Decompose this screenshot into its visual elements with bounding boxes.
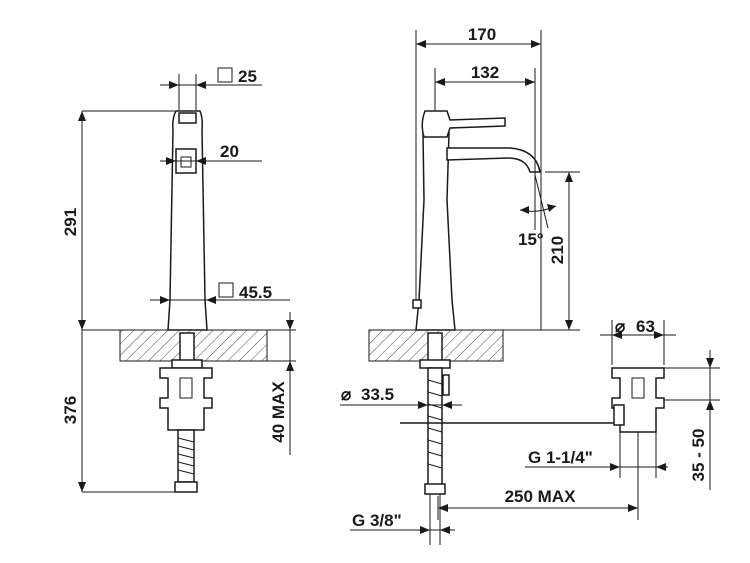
dim-spout-height: 291 <box>61 208 80 236</box>
front-top-cap <box>178 112 197 124</box>
dim-waste-thread: G 1-1/4" <box>528 448 593 467</box>
front-waste-slot <box>179 377 193 399</box>
side-pop-up-knob <box>412 299 422 309</box>
side-view: 170 132 15° 210 ⌀ 33.5 <box>340 25 720 545</box>
side-fitting <box>424 483 446 495</box>
dim-deck-max: 40 MAX <box>269 381 288 443</box>
front-waste-body <box>159 367 213 431</box>
side-nut <box>419 359 451 369</box>
dim-supply-thread: G 3/8" <box>352 511 402 530</box>
diameter-symbol-63: ⌀ <box>615 317 626 336</box>
side-tap-body <box>415 132 456 331</box>
dim-waste-diameter: 63 <box>636 317 655 336</box>
side-hose <box>427 367 443 487</box>
dim-tilt-angle: 15° <box>518 230 544 249</box>
front-view: 291 376 40 MAX 25 20 45.5 <box>61 67 296 493</box>
square-symbol-45 <box>218 282 234 298</box>
dim-below-deck: 376 <box>61 396 80 424</box>
dim-top-square: 25 <box>238 67 257 86</box>
dim-total-reach: 170 <box>468 25 496 44</box>
dim-waste-range: 35 - 50 <box>689 429 708 482</box>
side-rod-clip <box>442 374 450 396</box>
front-fitting <box>174 481 198 493</box>
side-hose-braid <box>427 379 443 469</box>
side-waste-arm <box>613 404 625 426</box>
dim-diameter-shank: 33.5 <box>361 385 394 404</box>
dim-outlet-height: 210 <box>548 236 567 264</box>
dim-rod-length: 250 MAX <box>505 487 577 506</box>
front-nut <box>171 359 203 369</box>
dim-base-square: 45.5 <box>239 283 272 302</box>
front-thread-lines <box>177 437 195 475</box>
diameter-symbol-33: ⌀ <box>341 385 352 404</box>
front-tap-body <box>167 110 208 331</box>
side-lever <box>421 110 506 138</box>
front-shank <box>179 332 195 364</box>
side-shank <box>427 332 443 364</box>
dim-spout-reach: 132 <box>471 63 499 82</box>
square-symbol-25 <box>217 67 233 83</box>
side-waste-slot <box>631 377 645 399</box>
side-spout <box>446 147 541 173</box>
front-handle-detail <box>180 156 192 168</box>
dim-handle-width: 20 <box>220 142 239 161</box>
